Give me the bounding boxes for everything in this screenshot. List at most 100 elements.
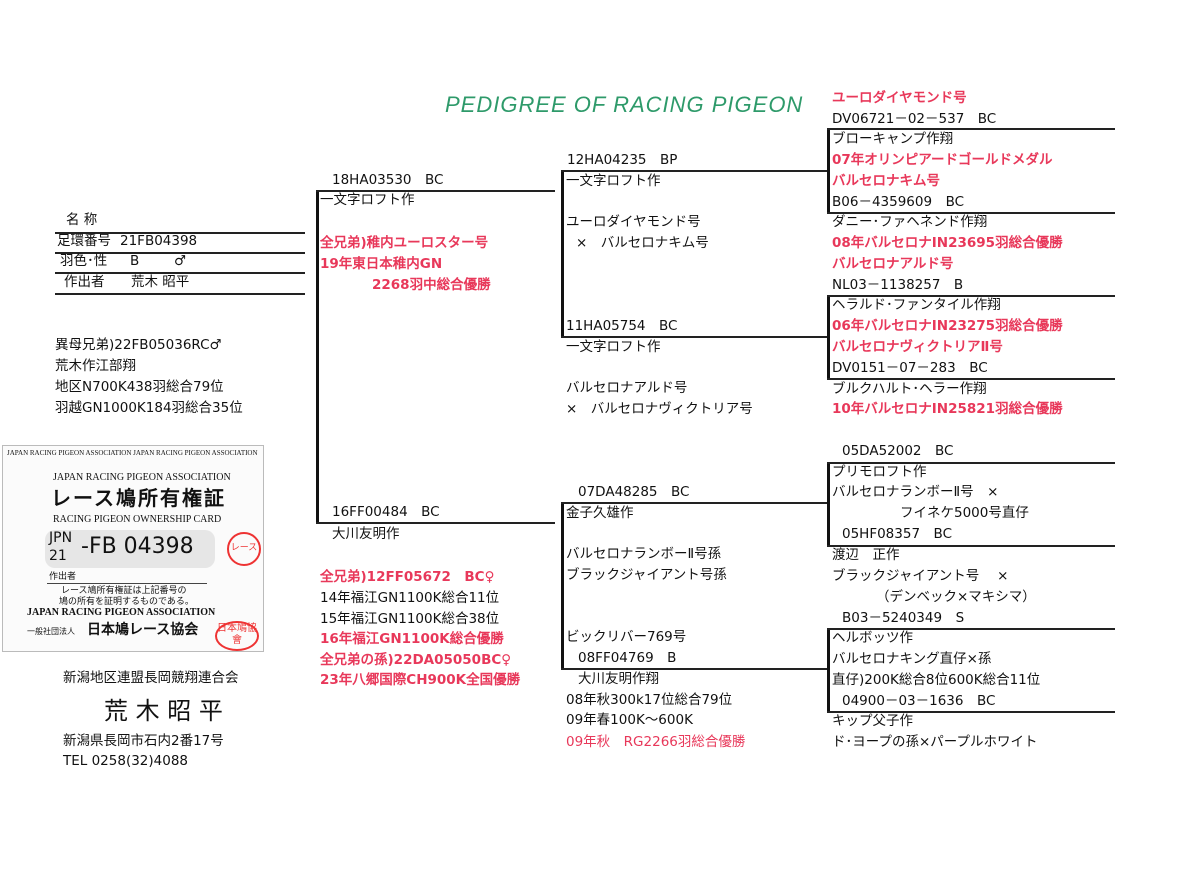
divider: [561, 336, 820, 338]
divider: [55, 293, 305, 295]
dd-note: 09年秋 RG2266羽総合優勝: [566, 734, 746, 750]
sds-win: 08年バルセロナIN23695羽総合優勝: [832, 235, 1063, 251]
dam-breeder: 大川友明作: [332, 526, 400, 542]
divider: [827, 462, 1115, 464]
note-line: 地区N700K438羽総合79位: [55, 379, 224, 395]
sdd-tail-win: 10年バルセロナIN25821羽総合優勝: [832, 401, 1063, 417]
sss-name: ユーロダイヤモンド号: [832, 90, 967, 106]
divider: [827, 128, 1115, 130]
owner-tel: TEL 0258(32)4088: [63, 753, 189, 769]
divider: [55, 272, 305, 274]
ss-ring: 12HA04235 BP: [567, 152, 678, 168]
dsd-breeder: 渡辺 正作: [832, 547, 900, 563]
association-seal: 日本鳩協會: [215, 621, 259, 651]
card-ring: -FB 04398: [81, 534, 194, 559]
dss-breeder: プリモロフト作: [832, 464, 927, 480]
divider: [827, 295, 1115, 297]
divider: [827, 212, 1115, 214]
divider: [827, 545, 1115, 547]
sire-ring: 18HA03530 BC: [332, 172, 444, 188]
ddd-pedigree: ド･ヨープの孫×パープルホワイト: [832, 734, 1038, 750]
dam-note: 15年福江GN1100K総合38位: [320, 611, 500, 627]
owner-club: 新潟地区連盟長岡競翔連合会: [63, 670, 239, 686]
dds-ring: B03－5240349 S: [842, 610, 965, 626]
note-line: 荒木作江部翔: [55, 358, 136, 374]
note-line: 羽越GN1000K184羽総合35位: [55, 400, 243, 416]
ssd-name: バルセロナキム号: [832, 173, 940, 189]
ddd-ring: 04900－03－1636 BC: [842, 693, 996, 709]
dss-ring: 05DA52002 BC: [842, 443, 954, 459]
dam-note: 全兄弟の孫)22DA05050BC♀: [320, 652, 512, 668]
note-line: 異母兄弟)22FB05036RC♂: [55, 337, 222, 353]
sdd-win: 06年バルセロナIN23275羽総合優勝: [832, 318, 1063, 334]
dam-note: 16年福江GN1100K総合優勝: [320, 631, 504, 647]
color-value: B: [130, 253, 140, 269]
card-ring-plate: [45, 530, 215, 568]
sdd-breeder: ヘラルド･ファンタイル作翔: [832, 297, 1001, 313]
dsd-pedigree: （デンベック×マキシマ）: [876, 589, 1036, 605]
sds-breeder: ダニー･ファヘネンド作翔: [832, 214, 988, 230]
bracket: [561, 502, 564, 668]
ss-pedigree: ユーロダイヤモンド号: [566, 214, 701, 230]
bracket: [316, 190, 319, 523]
card-statement: レース鳩所有権証は上記番号の: [61, 585, 187, 595]
divider: [55, 232, 305, 234]
breeder-label: 作出者: [64, 274, 105, 290]
sdd-tail-breeder: ブルクハルト･ヘラー作翔: [832, 381, 987, 397]
divider: [47, 583, 207, 584]
dam-ring: 16FF00484 BC: [332, 504, 440, 520]
ddd-breeder: キップ父子作: [832, 713, 913, 729]
dd-name: ビックリバー769号: [566, 629, 687, 645]
dds-pedigree: 直仔)200K総合8位600K総合11位: [832, 672, 1041, 688]
sire-breeder: 一文字ロフト作: [320, 192, 415, 208]
dd-note: 08年秋300k17位総合79位: [566, 692, 733, 708]
page-title: PEDIGREE OF RACING PIGEON: [445, 92, 804, 117]
dds-breeder: ヘルボッツ作: [832, 630, 913, 646]
sdd-name: バルセロナヴィクトリアⅡ号: [832, 339, 1003, 355]
sdd-ring: DV0151－07－283 BC: [832, 360, 988, 376]
divider: [827, 628, 1115, 630]
bracket: [827, 295, 830, 378]
sd-breeder: 一文字ロフト作: [566, 339, 661, 355]
color-sex-label: 羽色･性: [60, 253, 108, 269]
dd-note: 09年春100K～600K: [566, 712, 693, 728]
ring-label: 足環番号: [57, 233, 111, 249]
dds-pedigree: バルセロナキング直仔×孫: [832, 651, 992, 667]
dd-breeder: 大川友明作翔: [578, 671, 659, 687]
connector: [820, 668, 828, 670]
sds-ring: NL03－1138257 B: [832, 277, 964, 293]
divider: [55, 252, 305, 254]
ss-pedigree: × バルセロナキム号: [576, 235, 709, 251]
ssd-breeder: ブローキャンプ作翔: [832, 131, 954, 147]
owner-name: 荒 木 昭 平: [104, 697, 223, 725]
card-country: JPN: [49, 530, 73, 546]
sd-ring: 11HA05754 BC: [566, 318, 678, 334]
card-breeder-label: 作出者: [49, 571, 77, 581]
red-stamp: レース: [227, 532, 261, 566]
sss-ring: DV06721－02－537 BC: [832, 111, 997, 127]
sd-pedigree: バルセロナアルド号: [566, 380, 688, 396]
ds-breeder: 金子久雄作: [566, 505, 634, 521]
bracket: [827, 628, 830, 711]
card-assoc-ja: 日本鳩レース協会: [87, 623, 199, 638]
ds-ring: 07DA48285 BC: [578, 484, 690, 500]
ssd-win: 07年オリンピアードゴールドメダル: [832, 152, 1053, 168]
dss-pedigree: フイネケ5000号直仔: [900, 505, 1029, 521]
card-year: 21: [49, 548, 67, 564]
divider: [827, 711, 1115, 713]
dam-note: 14年福江GN1100K総合11位: [320, 590, 500, 606]
ring-value: 21FB04398: [120, 233, 198, 249]
card-title-en: RACING PIGEON OWNERSHIP CARD: [53, 514, 222, 525]
sire-note: 2268羽中総合優勝: [372, 277, 491, 293]
dam-note: 23年八郷国際CH900K全国優勝: [320, 672, 521, 688]
divider: [827, 378, 1115, 380]
dsd-pedigree: ブラックジャイアント号 ×: [832, 568, 1009, 584]
divider: [316, 190, 555, 192]
sds-name: バルセロナアルド号: [832, 256, 954, 272]
ds-pedigree: ブラックジャイアント号孫: [566, 567, 727, 583]
ds-pedigree: バルセロナランボーⅡ号孫: [566, 546, 722, 562]
sd-pedigree: × バルセロナヴィクトリア号: [566, 401, 753, 417]
ownership-card: JAPAN RACING PIGEON ASSOCIATION JAPAN RA…: [2, 445, 264, 652]
dam-note: 全兄弟)12FF05672 BC♀: [320, 569, 495, 585]
